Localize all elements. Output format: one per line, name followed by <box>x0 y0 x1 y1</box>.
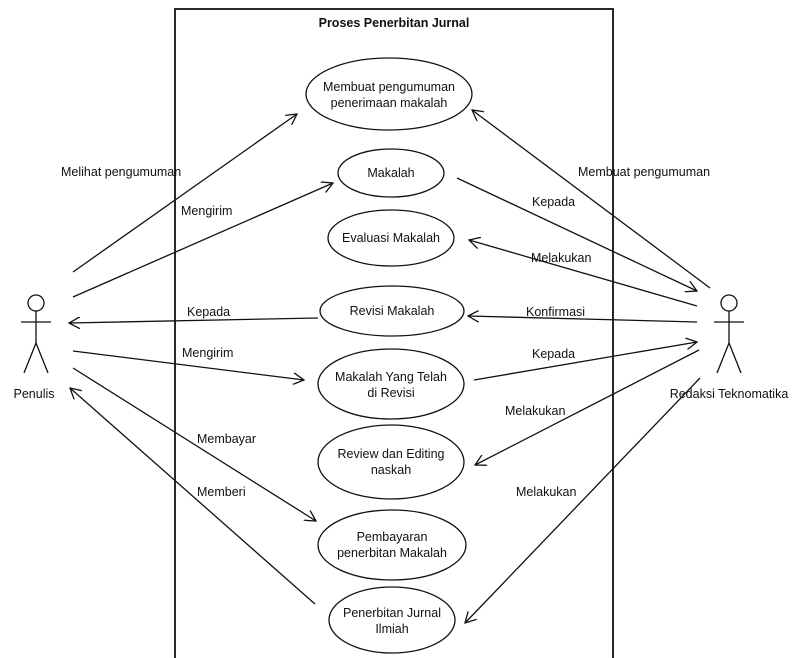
relation-label: Membayar <box>197 432 256 446</box>
use-case-ellipse <box>337 148 445 198</box>
use-case-label-line2: penerbitan Makalah <box>337 546 447 560</box>
relation-melakukan-evaluasi: Melakukan <box>469 240 698 307</box>
relation-label: Mengirim <box>182 346 233 360</box>
use-case-label-line1: Makalah Yang Telah <box>335 370 447 384</box>
association-arrow <box>465 377 701 623</box>
actor-penulis-head <box>27 294 45 312</box>
association-arrow <box>72 350 304 380</box>
use-case-label-line1: Review dan Editing <box>337 447 444 461</box>
actor-redaksi-name: Redaksi Teknomatika <box>670 387 789 401</box>
use-case-pembayaran[interactable]: Pembayaran penerbitan Makalah <box>317 509 467 581</box>
use-case-label-line2: di Revisi <box>367 386 414 400</box>
use-case-evaluasi-makalah[interactable]: Evaluasi Makalah <box>327 209 455 267</box>
relation-label: Kepada <box>532 195 575 209</box>
use-case-label-line2: penerimaan makalah <box>331 96 448 110</box>
association-arrow <box>475 349 700 465</box>
use-case-label-line1: Penerbitan Jurnal <box>343 606 441 620</box>
association-arrow <box>456 177 697 291</box>
association-arrow <box>472 110 711 289</box>
actor-penulis-right-leg <box>35 342 49 374</box>
use-case-makalah-revisi[interactable]: Makalah Yang Telah di Revisi <box>317 348 465 420</box>
use-case-membuat-pengumuman[interactable]: Membuat pengumuman penerimaan makalah <box>305 57 473 131</box>
system-boundary <box>174 8 614 658</box>
relation-melihat-pengumuman: Melihat pengumuman <box>61 114 297 273</box>
use-case-label-line2: naskah <box>371 463 411 477</box>
use-case-ellipse <box>317 348 465 420</box>
relation-mengirim-revisi: Mengirim <box>72 346 304 380</box>
relation-label: Konfirmasi <box>526 305 585 319</box>
relation-label: Kepada <box>187 305 230 319</box>
association-arrow <box>72 183 333 298</box>
association-arrow <box>70 388 316 605</box>
relation-label: Melakukan <box>505 404 565 418</box>
relation-mengirim-makalah: Mengirim <box>72 183 333 298</box>
use-case-ellipse <box>305 57 473 131</box>
relation-label: Kepada <box>532 347 575 361</box>
relation-label: Melihat pengumuman <box>61 165 181 179</box>
use-case-revisi-makalah[interactable]: Revisi Makalah <box>319 285 465 337</box>
association-arrow <box>468 316 698 323</box>
use-case-label-line1: Pembayaran <box>357 530 428 544</box>
use-case-label-line2: Ilmiah <box>375 622 408 636</box>
relation-label: Melakukan <box>531 251 591 265</box>
relation-melakukan-review: Melakukan <box>475 349 700 465</box>
actor-redaksi[interactable]: Redaksi Teknomatika <box>670 294 789 401</box>
actor-redaksi-right-leg <box>728 342 742 374</box>
association-arrow <box>473 342 697 381</box>
relation-membuat-pengumuman: Membuat pengumuman <box>472 110 711 289</box>
use-case-ellipse <box>317 509 467 581</box>
actor-penulis[interactable]: Penulis <box>14 294 55 401</box>
association-arrow <box>69 318 319 323</box>
association-arrow <box>469 240 698 307</box>
relation-membayar: Membayar <box>72 367 316 521</box>
use-case-makalah[interactable]: Makalah <box>337 148 445 198</box>
use-case-label-line1: Revisi Makalah <box>350 304 435 318</box>
relation-label: Mengirim <box>181 204 232 218</box>
relation-kepada-penulis: Kepada <box>69 305 319 323</box>
use-case-ellipse <box>328 586 456 654</box>
relation-konfirmasi: Konfirmasi <box>468 305 698 323</box>
actor-penulis-name: Penulis <box>14 387 55 401</box>
actor-redaksi-head <box>720 294 738 312</box>
relation-kepada-redaksi-2: Kepada <box>473 342 697 381</box>
use-case-label-line1: Makalah <box>367 166 414 180</box>
relation-memberi: Memberi <box>70 388 316 605</box>
relation-melakukan-penerbitan: Melakukan <box>465 377 701 623</box>
actor-penulis-left-leg <box>23 342 37 374</box>
use-case-ellipse <box>319 285 465 337</box>
use-case-penerbitan-jurnal[interactable]: Penerbitan Jurnal Ilmiah <box>328 586 456 654</box>
use-case-review-editing[interactable]: Review dan Editing naskah <box>317 424 465 500</box>
relation-label: Membuat pengumuman <box>578 165 710 179</box>
use-case-label-line1: Membuat pengumuman <box>323 80 455 94</box>
relation-label: Melakukan <box>516 485 576 499</box>
relation-label: Memberi <box>197 485 246 499</box>
actor-redaksi-left-leg <box>716 342 730 374</box>
relation-kepada-redaksi: Kepada <box>456 177 697 291</box>
use-case-ellipse <box>327 209 455 267</box>
association-arrow <box>72 367 316 521</box>
use-case-label-line1: Evaluasi Makalah <box>342 231 440 245</box>
system-title: Proses Penerbitan Jurnal <box>319 16 470 30</box>
association-arrow <box>72 114 297 273</box>
use-case-ellipse <box>317 424 465 500</box>
